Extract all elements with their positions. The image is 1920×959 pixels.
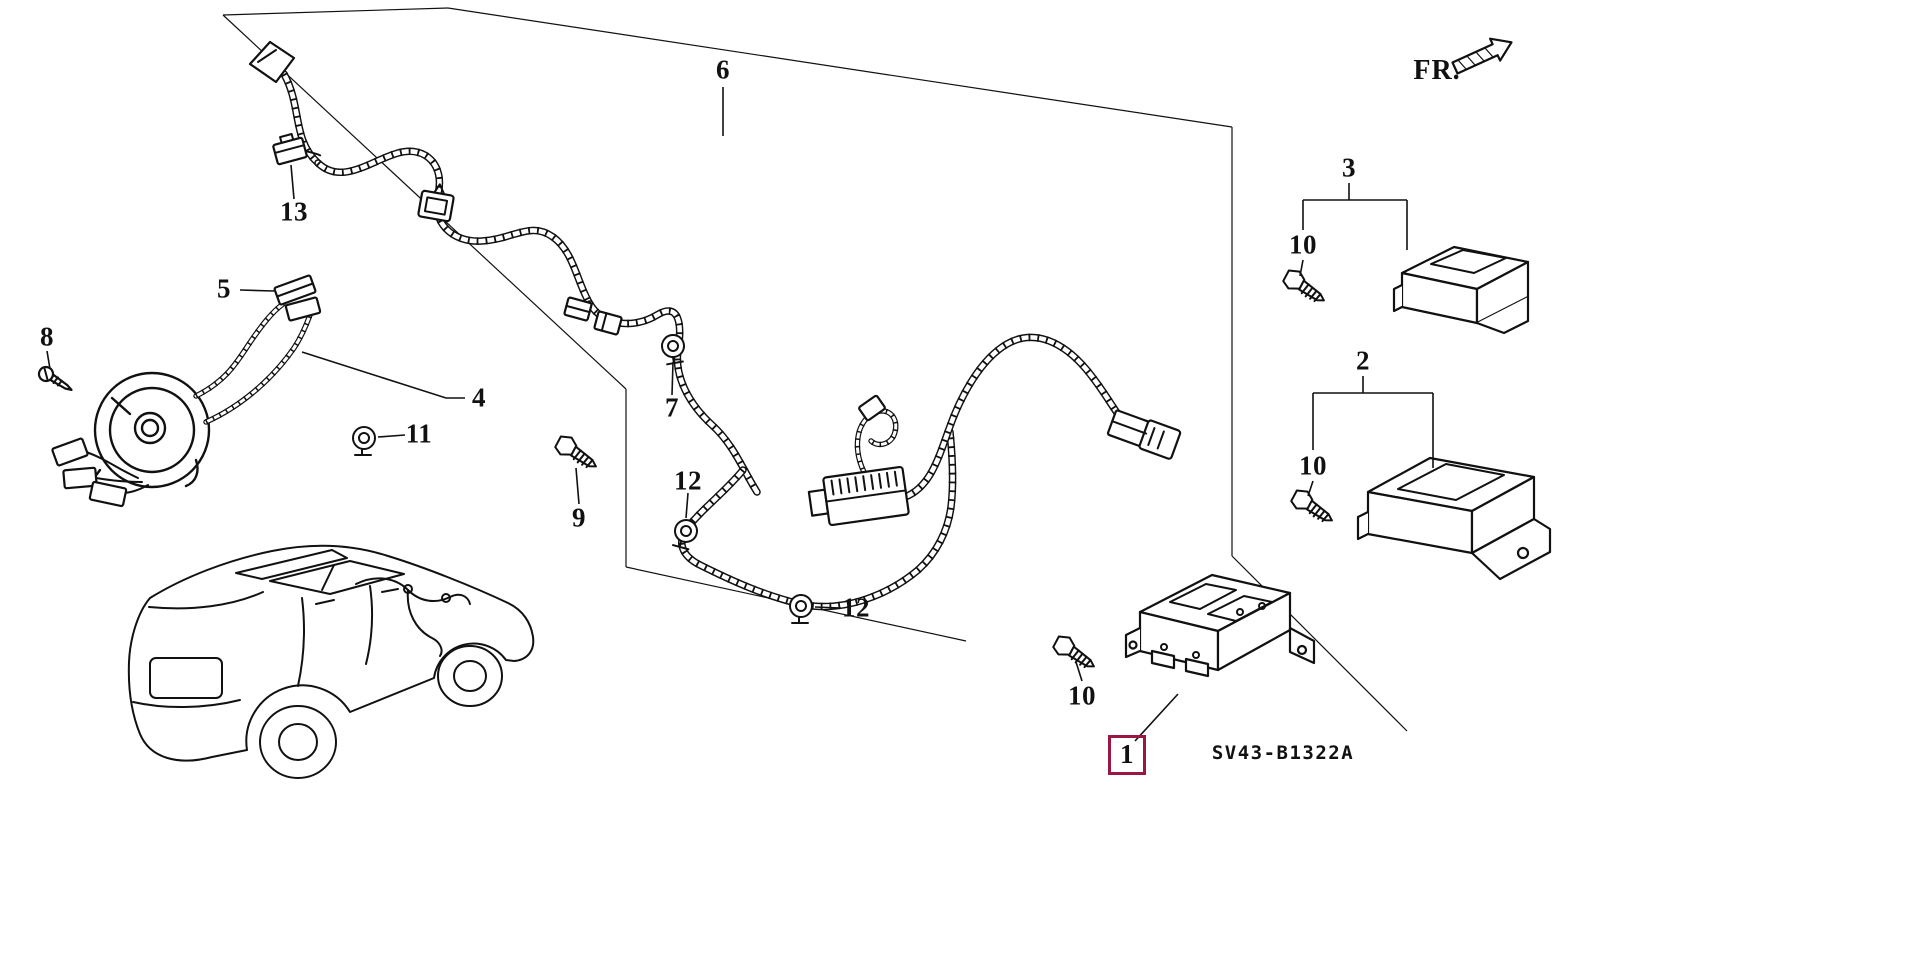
callout-1-selected[interactable]: 1 bbox=[1108, 735, 1146, 775]
connector-mid bbox=[417, 183, 455, 223]
callout-2: 2 bbox=[1356, 345, 1370, 376]
bolt-10a bbox=[1280, 265, 1332, 307]
control-unit-2 bbox=[1356, 456, 1552, 581]
callout-5: 5 bbox=[217, 273, 231, 304]
control-unit-3 bbox=[1392, 245, 1530, 335]
connector-pair-b bbox=[593, 310, 623, 336]
screw-8 bbox=[37, 365, 73, 391]
fasteners bbox=[37, 265, 1340, 673]
cable-reel-assembly bbox=[85, 371, 211, 495]
callout-9: 9 bbox=[572, 502, 586, 533]
callout-6: 6 bbox=[716, 54, 730, 85]
diagram-code: SV43-B1322A bbox=[1211, 742, 1355, 764]
clamp-12b bbox=[789, 594, 813, 624]
control-unit-1 bbox=[1124, 573, 1316, 678]
cable-reel-connectors bbox=[51, 437, 128, 508]
callout-4: 4 bbox=[472, 382, 486, 413]
fr-direction-label: FR. bbox=[1413, 55, 1461, 86]
connector-5-lower bbox=[284, 296, 322, 322]
car-sketch bbox=[127, 544, 535, 779]
connector-block-pigtail bbox=[858, 394, 886, 422]
leader-lines bbox=[46, 87, 1434, 742]
connector-5-upper bbox=[273, 274, 317, 306]
bolt-9 bbox=[552, 431, 604, 473]
callout-10b: 10 bbox=[1299, 450, 1327, 481]
fr-direction-arrow-icon bbox=[1451, 37, 1513, 75]
callout-12a: 12 bbox=[674, 465, 702, 496]
callout-11: 11 bbox=[405, 418, 433, 449]
connector-top-left bbox=[248, 40, 296, 84]
clamp-11 bbox=[352, 426, 376, 456]
connector-right-end bbox=[1106, 409, 1182, 460]
callout-10a: 10 bbox=[1289, 229, 1317, 260]
harness-connectors bbox=[248, 40, 1182, 527]
bolt-10b bbox=[1288, 485, 1340, 527]
callout-8: 8 bbox=[40, 321, 54, 352]
connector-pair-a bbox=[563, 296, 593, 322]
bolt-10c bbox=[1050, 631, 1102, 673]
connector-block-center bbox=[807, 465, 910, 527]
callout-13: 13 bbox=[280, 196, 308, 227]
callout-7: 7 bbox=[665, 392, 679, 423]
wiring-harness-tubes bbox=[196, 74, 1123, 606]
boundary-lines bbox=[222, 7, 1408, 732]
clamps bbox=[352, 332, 813, 624]
callout-3: 3 bbox=[1342, 152, 1356, 183]
callout-10c: 10 bbox=[1068, 680, 1096, 711]
installed-harness-sketch bbox=[355, 577, 471, 657]
callout-12b: 12 bbox=[842, 592, 870, 623]
connector-13 bbox=[272, 132, 322, 166]
